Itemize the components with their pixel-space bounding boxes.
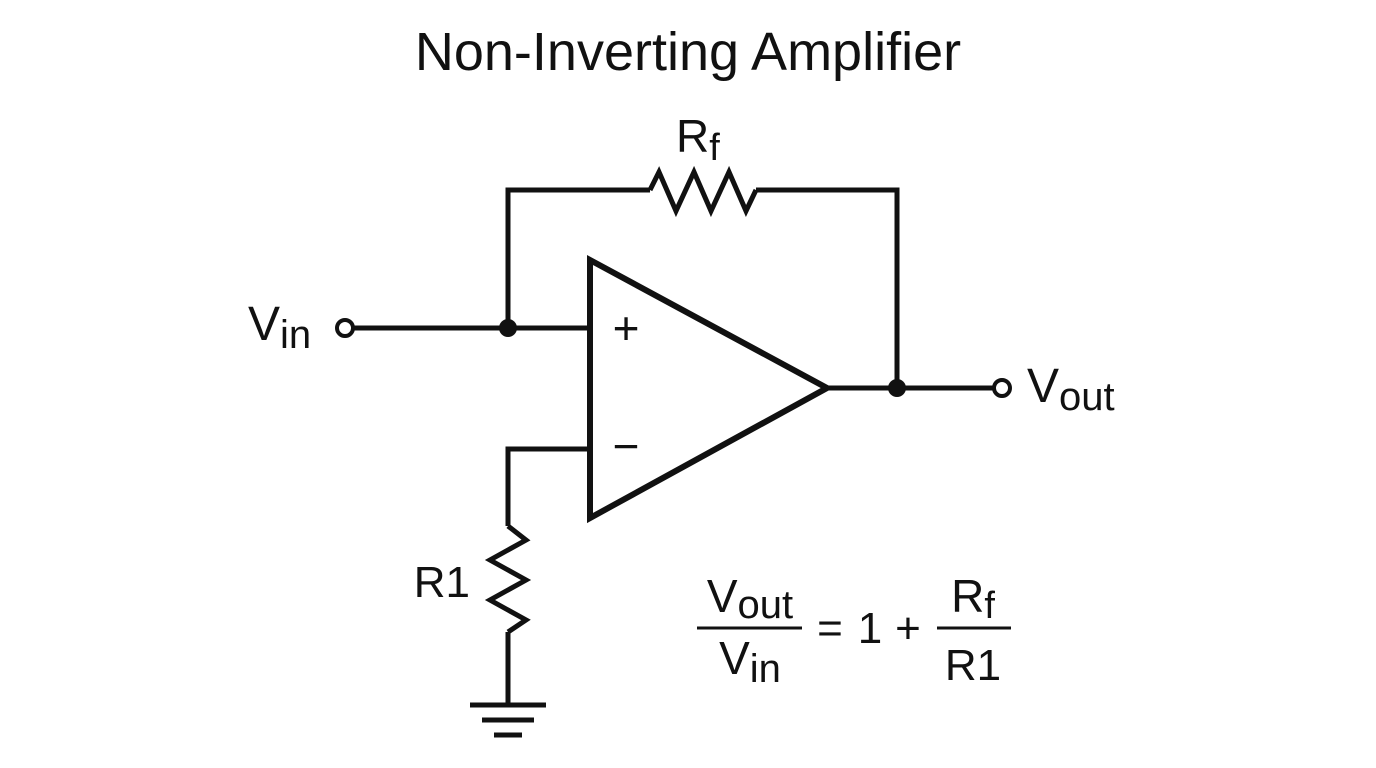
input-junction-dot [499,319,517,337]
formula-lhs-numerator: Vout [707,570,793,627]
formula-lhs-denominator: Vin [719,632,781,691]
formula-equals-sign: = [817,604,843,653]
output-label: Vout [1027,360,1115,419]
formula-rhs-denominator: R1 [945,641,1001,690]
feedback-resistor-label: Rf [676,110,720,169]
formula-lhs-denominator-sub: in [750,647,781,691]
diagram-title: Non-Inverting Amplifier [415,22,961,82]
op-amp-triangle [587,254,834,524]
inverting-input-wire [505,446,590,526]
output-label-main: V [1027,360,1059,413]
output-terminal [992,378,1012,398]
wires [353,187,993,703]
feedback-resistor-label-sub: f [709,127,720,169]
input-terminal [335,318,355,338]
noninverting-input-sign: + [613,302,640,354]
formula-lhs-denominator-main: V [719,632,750,684]
ground-resistor [484,524,532,635]
formula-lhs-numerator-sub: out [738,583,794,627]
formula-lhs-numerator-main: V [707,570,738,622]
gain-formula: Vout Vin = 1 + Rf R1 [697,570,1011,691]
ground-symbol [470,702,546,738]
feedback-resistor [647,165,759,218]
formula-rhs-numerator: Rf [951,570,995,627]
feedback-resistor-label-main: R [676,110,709,162]
output-junction-dot [888,379,906,397]
ground-resistor-label: R1 [414,558,470,607]
input-label-main: V [248,298,280,351]
formula-plus-sign: + [895,604,921,653]
inverting-input-sign: − [613,420,640,472]
input-label: Vin [248,298,311,357]
feedback-left-wire [505,187,650,328]
output-label-sub: out [1059,375,1115,419]
formula-rhs-numerator-main: R [951,570,984,622]
feedback-right-wire [756,187,900,388]
formula-rhs-numerator-sub: f [984,585,995,627]
input-label-sub: in [280,313,311,357]
formula-one: 1 [858,604,882,653]
